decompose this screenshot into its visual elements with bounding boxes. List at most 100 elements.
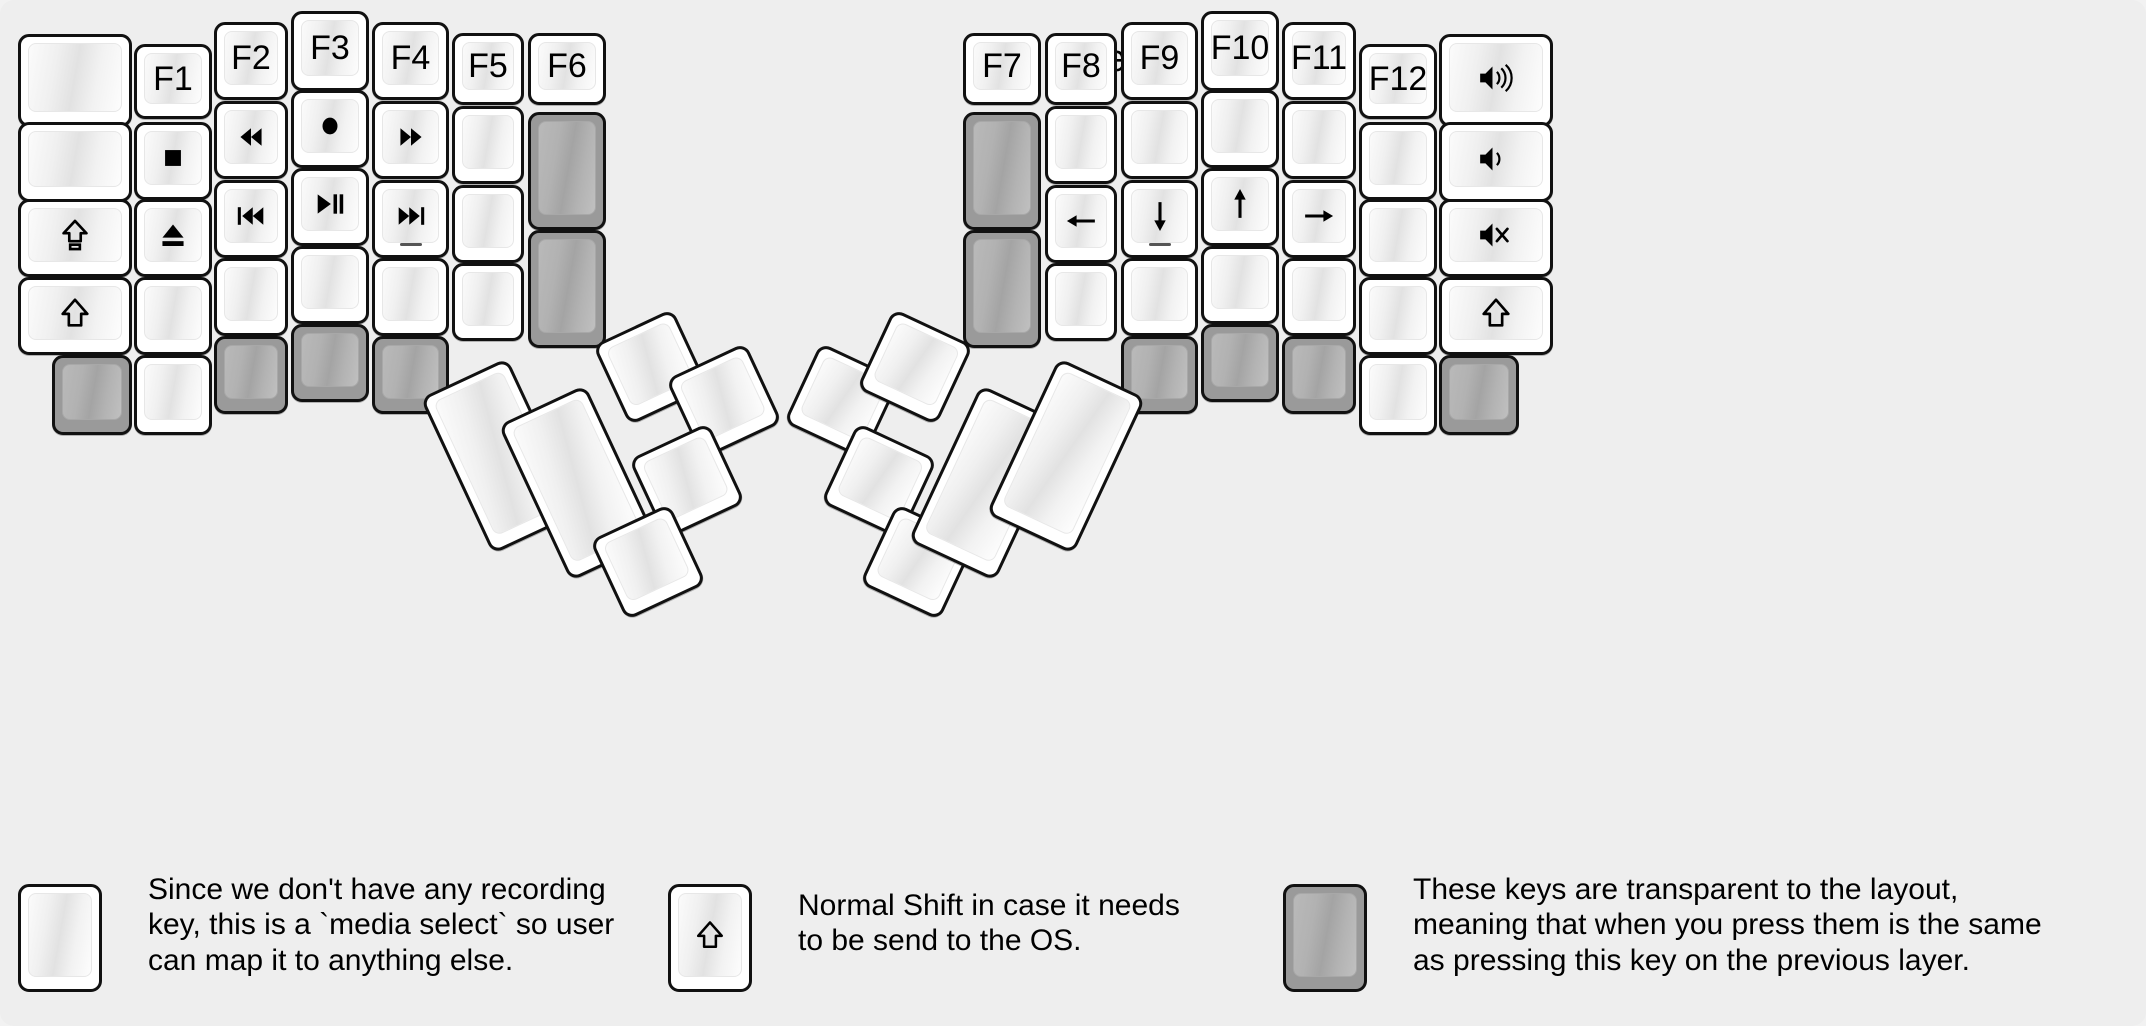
key[interactable]	[18, 199, 132, 277]
key[interactable]	[1201, 168, 1279, 246]
key[interactable]	[214, 258, 288, 336]
keycap-face	[1449, 364, 1509, 420]
key[interactable]	[1282, 258, 1356, 336]
key[interactable]	[18, 122, 132, 202]
key[interactable]	[291, 246, 369, 324]
keycap-face	[538, 121, 596, 215]
key-label: F3	[310, 29, 350, 67]
key[interactable]	[18, 277, 132, 355]
key[interactable]	[1121, 101, 1198, 179]
key[interactable]	[372, 258, 449, 336]
keycap-face	[1001, 370, 1133, 537]
key[interactable]: F7	[963, 33, 1041, 105]
media-eject-icon	[151, 213, 195, 257]
keycap-face	[1131, 267, 1188, 321]
keycap-face	[1131, 110, 1188, 164]
key[interactable]	[214, 101, 288, 179]
transparent-key[interactable]	[963, 112, 1041, 230]
key[interactable]	[1045, 185, 1117, 263]
key[interactable]	[1439, 199, 1553, 277]
media-rewind-icon	[229, 115, 273, 159]
keycap-face: F1	[144, 53, 202, 104]
volume-mute-icon	[1474, 213, 1518, 257]
key[interactable]: F6	[528, 33, 606, 105]
keycap-face	[144, 131, 202, 185]
key[interactable]	[1359, 277, 1437, 355]
key[interactable]	[18, 34, 132, 127]
key[interactable]	[372, 180, 449, 258]
keycap-face	[1055, 115, 1107, 169]
keycap-face	[301, 255, 359, 309]
key[interactable]	[214, 180, 288, 258]
key-label: F6	[547, 47, 587, 85]
key[interactable]	[452, 263, 524, 341]
transparent-key[interactable]	[528, 112, 606, 230]
transparent-key[interactable]	[214, 336, 288, 414]
keycap-face	[462, 115, 514, 169]
key[interactable]	[134, 199, 212, 277]
keycap-face: F7	[973, 42, 1031, 90]
keycap-face: F3	[301, 20, 359, 76]
key[interactable]	[452, 185, 524, 263]
key[interactable]	[1359, 122, 1437, 200]
key[interactable]: F10	[1201, 11, 1279, 91]
keycap-face	[1369, 364, 1427, 420]
key[interactable]	[1359, 199, 1437, 277]
key[interactable]: F8	[1045, 33, 1117, 105]
key[interactable]	[372, 101, 449, 179]
key[interactable]	[134, 122, 212, 200]
keycap-face	[1369, 208, 1427, 262]
keycap-face	[382, 110, 439, 164]
media-playpause-icon	[308, 182, 352, 226]
keycap-face	[382, 345, 439, 399]
transparent-key[interactable]	[1439, 355, 1519, 435]
key-label: F11	[1290, 39, 1348, 77]
key[interactable]	[1439, 277, 1553, 355]
transparent-key[interactable]	[1121, 336, 1198, 414]
key[interactable]	[1045, 106, 1117, 184]
key[interactable]: F2	[214, 22, 288, 100]
key[interactable]: F5	[452, 33, 524, 105]
key[interactable]: F11	[1282, 22, 1356, 100]
key[interactable]: F12	[1359, 44, 1437, 119]
key[interactable]	[1439, 34, 1553, 127]
transparent-key[interactable]	[372, 336, 449, 414]
key[interactable]: F1	[134, 44, 212, 119]
transparent-key[interactable]	[528, 230, 606, 348]
key[interactable]	[1121, 180, 1198, 258]
legend-text-3: These keys are transparent to the layout…	[1413, 873, 2042, 977]
key[interactable]	[1282, 180, 1356, 258]
key[interactable]: F4	[372, 22, 449, 100]
capslock-icon	[53, 213, 97, 257]
key[interactable]	[291, 168, 369, 246]
key[interactable]	[1045, 263, 1117, 341]
key[interactable]: F3	[291, 11, 369, 91]
transparent-key[interactable]	[963, 230, 1041, 348]
volume-up-icon	[1474, 56, 1518, 100]
key-label: F10	[1210, 29, 1270, 67]
key[interactable]	[452, 106, 524, 184]
key[interactable]	[1282, 101, 1356, 179]
keycap-face	[973, 239, 1031, 333]
keycap-face: F11	[1290, 31, 1348, 85]
keycap-face	[973, 121, 1031, 215]
key[interactable]	[1121, 258, 1198, 336]
keycap-face	[301, 333, 359, 387]
key[interactable]	[291, 90, 369, 168]
transparent-key[interactable]	[1201, 324, 1279, 402]
key[interactable]	[134, 355, 212, 435]
key[interactable]	[1439, 122, 1553, 202]
key[interactable]	[1201, 90, 1279, 168]
transparent-key[interactable]	[1282, 336, 1356, 414]
media-fastforward-icon	[389, 115, 433, 159]
keycap-face	[224, 110, 278, 164]
key[interactable]	[1359, 355, 1437, 435]
transparent-key[interactable]	[52, 355, 132, 435]
keycap-face	[1292, 267, 1346, 321]
key[interactable]	[134, 277, 212, 355]
transparent-key[interactable]	[291, 324, 369, 402]
key[interactable]	[1201, 246, 1279, 324]
key[interactable]: F9	[1121, 22, 1198, 100]
key-label: F5	[468, 47, 508, 85]
